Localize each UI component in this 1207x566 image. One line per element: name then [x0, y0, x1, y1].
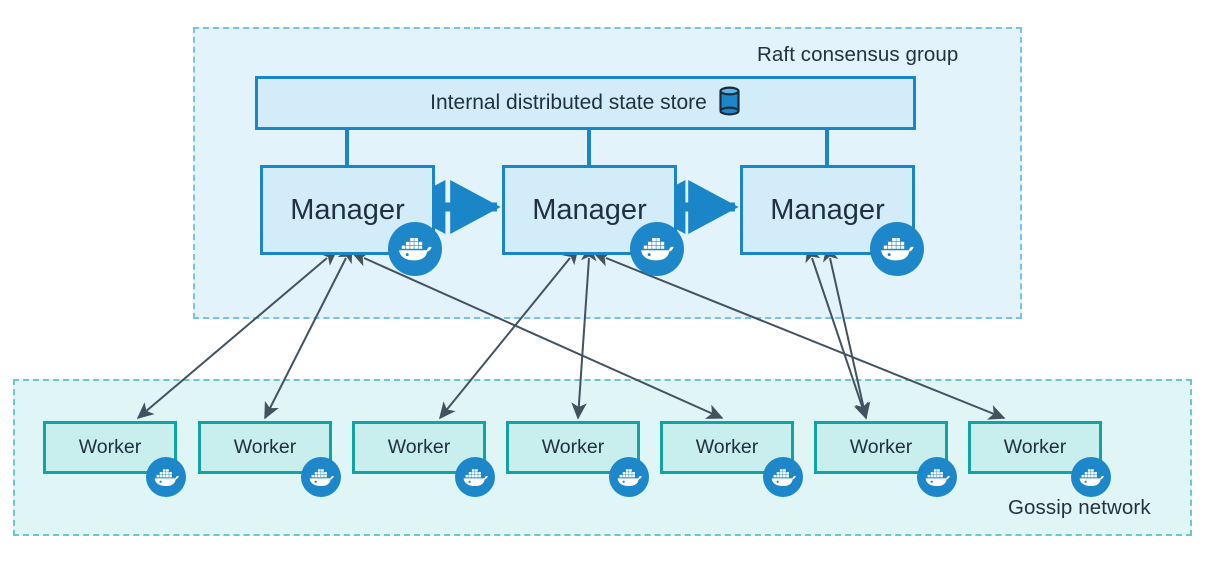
docker-whale-icon: [301, 457, 341, 497]
raft-group-label: Raft consensus group: [757, 43, 959, 66]
worker-node-3[interactable]: Worker: [506, 421, 640, 474]
docker-whale-icon: [870, 222, 924, 276]
worker-node-6[interactable]: Worker: [968, 421, 1102, 474]
docker-whale-icon: [763, 457, 803, 497]
internal-state-store-box[interactable]: Internal distributed state store: [255, 76, 916, 130]
docker-whale-icon: [146, 457, 186, 497]
manager-label: Manager: [770, 193, 885, 226]
worker-label: Worker: [387, 436, 451, 458]
docker-whale-icon: [388, 222, 442, 276]
gossip-group-label: Gossip network: [1008, 496, 1151, 519]
docker-whale-icon: [630, 222, 684, 276]
worker-label: Worker: [541, 436, 605, 458]
docker-whale-icon: [1071, 457, 1111, 497]
worker-label: Worker: [1003, 436, 1067, 458]
worker-node-2[interactable]: Worker: [352, 421, 486, 474]
worker-node-4[interactable]: Worker: [660, 421, 794, 474]
manager-worker-connectors: [136, 244, 1006, 420]
docker-whale-icon: [455, 457, 495, 497]
store-to-manager-connectors: [345, 130, 829, 166]
worker-label: Worker: [233, 436, 297, 458]
manager-label: Manager: [532, 193, 647, 226]
state-store-label: Internal distributed state store: [430, 91, 707, 114]
database-cylinder-icon: [718, 85, 741, 121]
worker-label: Worker: [695, 436, 759, 458]
docker-whale-icon: [609, 457, 649, 497]
worker-label: Worker: [849, 436, 913, 458]
docker-whale-icon: [917, 457, 957, 497]
manager-label: Manager: [290, 193, 405, 226]
worker-label: Worker: [78, 436, 142, 458]
